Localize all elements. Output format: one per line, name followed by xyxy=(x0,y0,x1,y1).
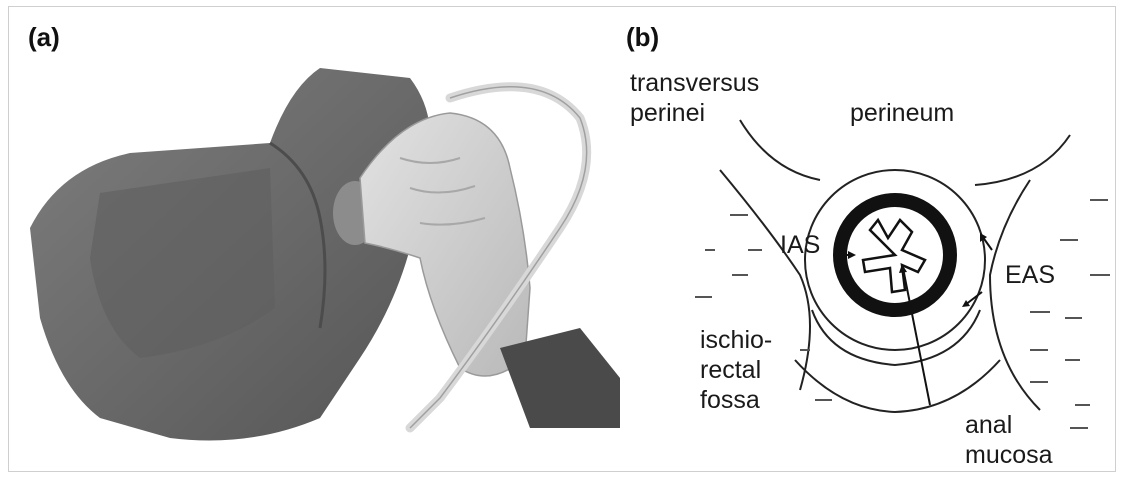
simulator-photo xyxy=(20,58,620,468)
perineum-curve-left xyxy=(740,120,820,180)
gloved-hand xyxy=(360,113,530,376)
panel-label-b: (b) xyxy=(626,22,659,53)
label-anal-line1: anal xyxy=(965,410,1053,440)
eas-inner-arc xyxy=(812,310,980,365)
label-eas: EAS xyxy=(1005,260,1055,290)
label-ischiorectal-fossa: ischio- rectal fossa xyxy=(700,325,772,415)
panel-label-a: (a) xyxy=(28,22,60,53)
label-anal-mucosa: anal mucosa xyxy=(965,410,1053,470)
label-perineum: perineum xyxy=(850,98,954,128)
label-ischio-line2: rectal xyxy=(700,355,772,385)
label-anal-line2: mucosa xyxy=(965,440,1053,470)
label-transversus-perinei: transversus perinei xyxy=(630,68,759,128)
mucosa-leader xyxy=(903,268,930,405)
label-ias: IAS xyxy=(780,230,820,260)
fossa-curve-right xyxy=(990,180,1040,410)
anal-mucosa xyxy=(863,220,925,292)
lower-curve xyxy=(795,360,1000,412)
label-transversus-line1: transversus xyxy=(630,68,759,98)
label-ischio-line3: fossa xyxy=(700,385,772,415)
label-transversus-line2: perinei xyxy=(630,98,759,128)
label-ischio-line1: ischio- xyxy=(700,325,772,355)
perineum-curve-right xyxy=(975,135,1070,185)
